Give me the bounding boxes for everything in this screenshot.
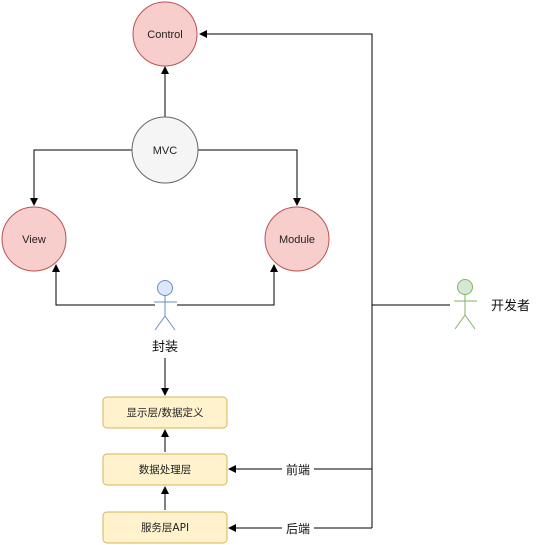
edge-mvc-module bbox=[198, 149, 301, 206]
edge-bus-control bbox=[199, 30, 373, 528]
edge-wrapper-view bbox=[52, 264, 155, 306]
wrapper-actor-icon[interactable] bbox=[154, 280, 177, 331]
edges bbox=[30, 30, 450, 532]
developer-actor-icon[interactable] bbox=[454, 279, 477, 330]
edge-label-frontend: 前端 bbox=[286, 462, 310, 477]
layer-processing[interactable]: 数据处理层 bbox=[102, 453, 228, 486]
layer-display-label: 显示层/数据定义 bbox=[126, 406, 204, 419]
node-module[interactable]: Module bbox=[264, 206, 330, 272]
node-control-label: Control bbox=[147, 29, 182, 41]
layer-service[interactable]: 服务层API bbox=[102, 511, 228, 544]
edge-label-backend: 后端 bbox=[286, 522, 310, 536]
node-mvc[interactable]: MVC bbox=[131, 116, 199, 184]
wrapper-actor-label: 封装 bbox=[152, 340, 178, 355]
node-control[interactable]: Control bbox=[132, 1, 198, 67]
node-view[interactable]: View bbox=[1, 206, 67, 272]
edge-mvc-view bbox=[30, 149, 132, 206]
layer-processing-label: 数据处理层 bbox=[139, 463, 192, 476]
developer-actor-label: 开发者 bbox=[491, 298, 530, 314]
node-view-label: View bbox=[22, 234, 46, 246]
node-module-label: Module bbox=[279, 234, 315, 246]
edge-wrapper-module bbox=[177, 264, 278, 306]
layer-service-label: 服务层API bbox=[141, 521, 189, 534]
node-mvc-label: MVC bbox=[153, 145, 178, 157]
layer-display[interactable]: 显示层/数据定义 bbox=[102, 396, 228, 429]
